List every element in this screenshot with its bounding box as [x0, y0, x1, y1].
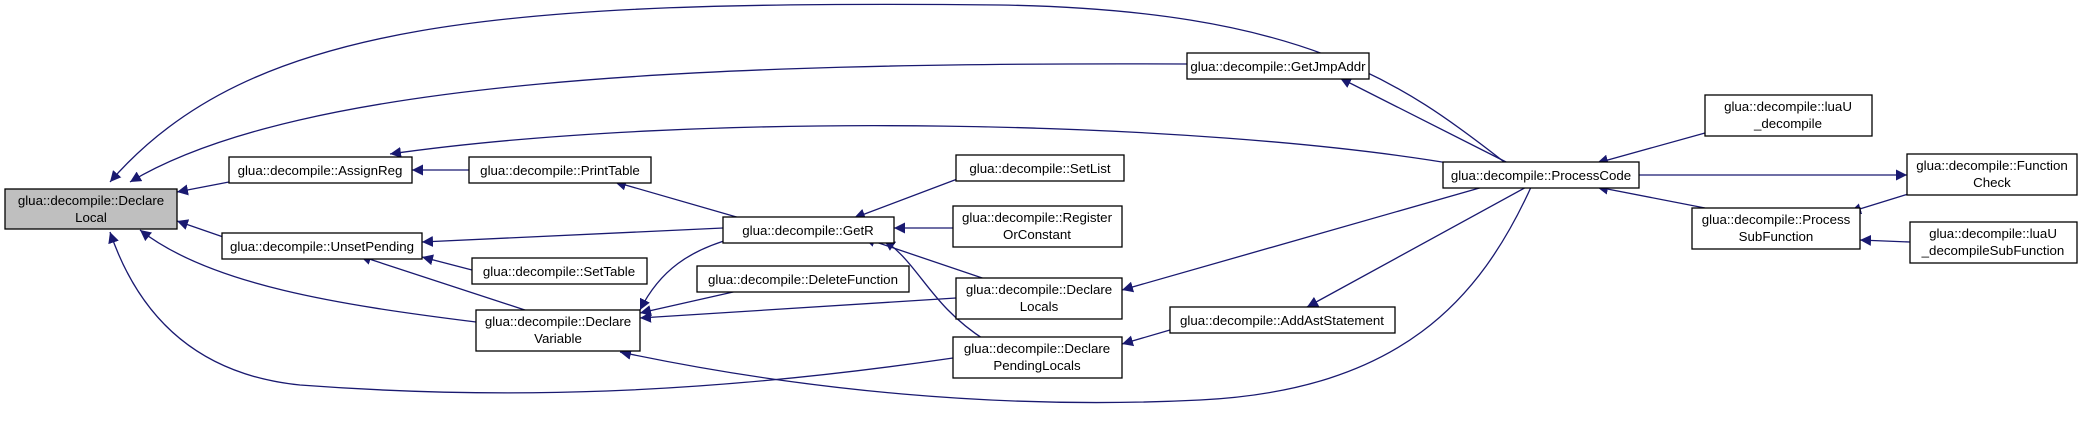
node-set-list[interactable]: glua::decompile::SetList	[955, 154, 1125, 182]
edge-processcode-to-declarelocals	[1121, 184, 1491, 293]
edge-processcode-to-declarelocal	[109, 3, 1509, 183]
edge-setlist-to-getr	[853, 177, 961, 220]
node-declare-locals[interactable]: glua::decompile::Declare Locals	[955, 277, 1123, 320]
node-label-line: Check	[1973, 175, 2011, 190]
edge-deletefunction-to-declarevariable	[639, 289, 743, 316]
node-label-line: glua::decompile::Declare	[964, 341, 1110, 356]
edge-declarependinglocals-to-declarelocal	[108, 231, 954, 394]
edge-unsetpending-to-declarelocal	[176, 219, 230, 240]
edge-assignreg-to-declarelocal	[176, 181, 230, 196]
node-luau-decompile[interactable]: glua::decompile::luaU _decompile	[1704, 94, 1873, 137]
edge-luaudecompilesubfunction-to-processsubfunction	[1859, 234, 1911, 246]
node-label-line: Locals	[1020, 299, 1059, 314]
node-label-line: glua::decompile::Declare	[485, 314, 631, 329]
edge-declarelocals-to-declarevariable	[639, 297, 957, 323]
node-label-line: glua::decompile::AddAstStatement	[1180, 313, 1384, 328]
node-declare-local[interactable]: glua::decompile::Declare Local	[4, 188, 178, 230]
node-label-line: _decompileSubFunction	[1921, 243, 2065, 258]
node-label-line: glua::decompile::Function	[1916, 158, 2068, 173]
node-process-code[interactable]: glua::decompile::ProcessCode	[1442, 161, 1640, 189]
edge-declarevariable-to-unsetpending	[359, 254, 535, 314]
node-add-ast-statement[interactable]: glua::decompile::AddAstStatement	[1169, 306, 1396, 334]
node-luau-decompile-sub-function[interactable]: glua::decompile::luaU _decompileSubFunct…	[1909, 221, 2078, 264]
node-label-line: glua::decompile::Declare	[18, 193, 164, 208]
edges	[108, 3, 1919, 404]
node-get-r[interactable]: glua::decompile::GetR	[722, 216, 895, 244]
node-set-table[interactable]: glua::decompile::SetTable	[471, 257, 648, 285]
nodes: glua::decompile::Declare Local glua::dec…	[4, 52, 2078, 379]
node-label-line: glua::decompile::GetR	[742, 223, 874, 238]
node-register-or-constant[interactable]: glua::decompile::Register OrConstant	[952, 205, 1123, 248]
node-label-line: glua::decompile::luaU	[1724, 99, 1852, 114]
node-get-jmp-addr[interactable]: glua::decompile::GetJmpAddr	[1186, 52, 1370, 80]
edge-processcode-to-declarevariable	[619, 184, 1533, 404]
node-label-line: Local	[75, 210, 107, 225]
node-label-line: glua::decompile::UnsetPending	[230, 239, 414, 254]
node-label-line: glua::decompile::luaU	[1929, 226, 2057, 241]
node-delete-function[interactable]: glua::decompile::DeleteFunction	[696, 265, 910, 293]
node-unset-pending[interactable]: glua::decompile::UnsetPending	[221, 232, 423, 260]
node-assign-reg[interactable]: glua::decompile::AssignReg	[228, 156, 413, 184]
node-label-line: OrConstant	[1003, 227, 1071, 242]
node-label-line: glua::decompile::Register	[962, 210, 1113, 225]
edge-processcode-to-addaststatement	[1306, 184, 1531, 308]
edge-getr-to-declarevariable	[639, 237, 735, 311]
node-label-line: glua::decompile::PrintTable	[480, 163, 640, 178]
node-label-line: _decompile	[1753, 116, 1822, 131]
edge-addaststatement-to-declarependinglocals	[1121, 329, 1171, 347]
edge-luaudecompile-to-processcode	[1596, 132, 1706, 166]
edge-getjmpaddr-to-declarelocal	[129, 63, 1188, 183]
node-function-check[interactable]: glua::decompile::Function Check	[1906, 153, 2078, 196]
edge-declarependinglocals-to-getr	[883, 239, 986, 341]
node-label-line: glua::decompile::DeleteFunction	[708, 272, 898, 287]
node-label-line: glua::decompile::Declare	[966, 282, 1112, 297]
node-label-line: glua::decompile::ProcessCode	[1451, 168, 1631, 183]
edge-processcode-to-assignreg	[389, 125, 1461, 166]
node-label-line: Variable	[534, 331, 582, 346]
node-label-line: glua::decompile::Process	[1702, 212, 1851, 227]
edge-settable-to-unsetpending	[421, 254, 473, 271]
edge-processcode-to-getjmpaddr	[1339, 77, 1513, 166]
node-declare-pending-locals[interactable]: glua::decompile::Declare PendingLocals	[952, 336, 1123, 379]
edge-processsubfunction-to-processcode	[1596, 183, 1706, 209]
edge-getr-to-unsetpending	[421, 227, 724, 247]
node-print-table[interactable]: glua::decompile::PrintTable	[468, 156, 652, 184]
node-label-line: glua::decompile::GetJmpAddr	[1190, 59, 1366, 74]
node-process-sub-function[interactable]: glua::decompile::Process SubFunction	[1691, 207, 1861, 250]
node-label-line: SubFunction	[1739, 229, 1814, 244]
edge-declarevariable-to-declarelocal	[139, 229, 477, 323]
node-label-line: PendingLocals	[993, 358, 1081, 373]
node-declare-variable[interactable]: glua::decompile::Declare Variable	[475, 309, 641, 352]
node-label-line: glua::decompile::SetTable	[483, 264, 635, 279]
node-label-line: glua::decompile::SetList	[969, 161, 1110, 176]
edge-getr-to-printtable	[614, 179, 741, 219]
node-label-line: glua::decompile::AssignReg	[238, 163, 403, 178]
